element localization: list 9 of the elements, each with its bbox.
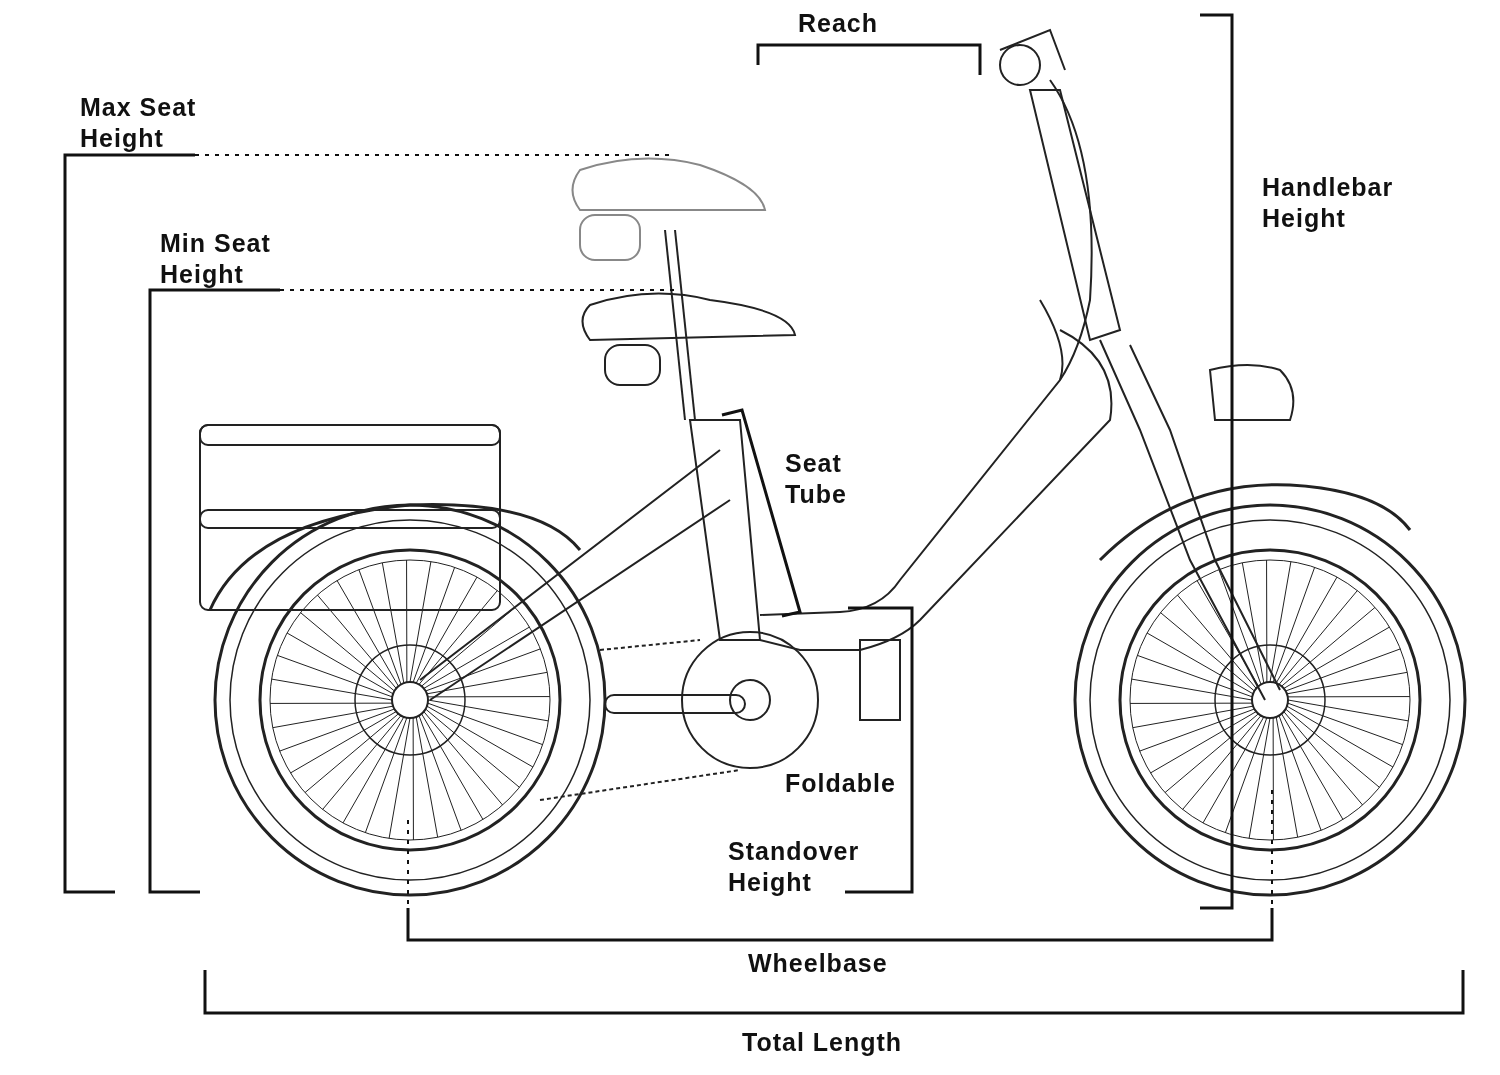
dimension-label: Wheelbase (748, 948, 889, 979)
dimension-label: Reach (798, 8, 880, 39)
dimension-label: Foldable (785, 768, 897, 799)
dimension-label: Seat Tube (785, 448, 848, 510)
dimension-label: Max Seat Height (80, 92, 198, 154)
dimension-label: Handlebar Height (1262, 172, 1395, 234)
dimension-label: Min Seat Height (160, 228, 272, 290)
dimension-label: Total Length (742, 1027, 904, 1058)
dimension-label: Standover Height (728, 836, 861, 898)
